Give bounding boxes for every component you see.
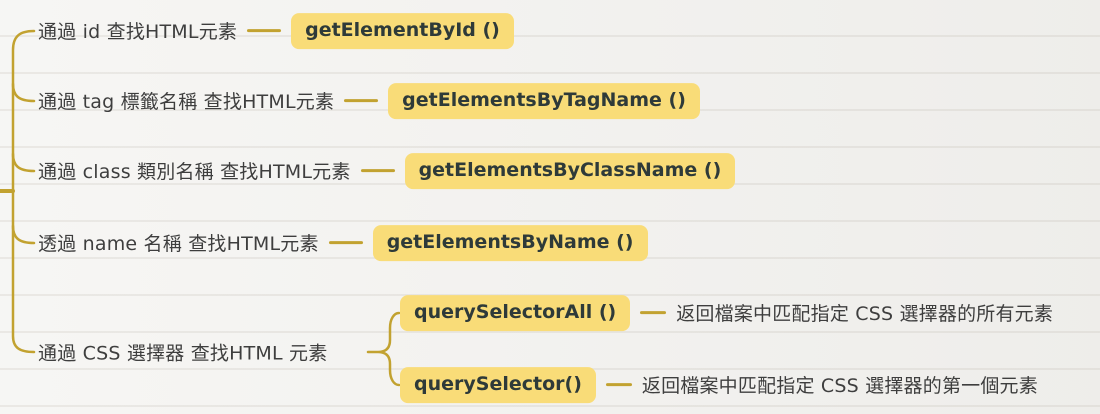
branch-label-name[interactable]: 透過 name 名稱 查找HTML元素 — [38, 233, 319, 256]
branch-label-tag[interactable]: 通過 tag 標籤名稱 查找HTML元素 — [38, 91, 335, 114]
method-node-getelementsbyname[interactable]: getElementsByName () — [372, 225, 648, 261]
connector-dash — [605, 383, 632, 387]
branch-row-name: 透過 name 名稱 查找HTML元素 getElementsByName () — [38, 225, 648, 261]
branch-curve-4 — [11, 224, 36, 245]
child-row-queryselector: querySelector() 返回檔案中匹配指定 CSS 選擇器的第一個元素 — [400, 367, 1038, 403]
method-node-getelementsbyclassname[interactable]: getElementsByClassName () — [404, 153, 736, 189]
method-node-getelementsbytagname[interactable]: getElementsByTagName () — [388, 83, 700, 119]
branch-row-tag: 通過 tag 標籤名稱 查找HTML元素 getElementsByTagNam… — [38, 83, 700, 119]
connector-dash — [328, 241, 363, 245]
connector-dash — [247, 29, 282, 33]
connector-dash — [344, 99, 379, 103]
css-children-bracket — [366, 311, 401, 387]
child-row-queryselectorall: querySelectorAll () 返回檔案中匹配指定 CSS 選擇器的所有… — [400, 295, 1053, 331]
branch-curve-3 — [11, 152, 36, 173]
method-node-queryselector[interactable]: querySelector() — [400, 367, 596, 403]
trunk-line — [11, 29, 36, 354]
branch-row-css-selector: 通過 CSS 選擇器 查找HTML 元素 — [38, 339, 327, 366]
branch-label-id[interactable]: 通過 id 查找HTML元素 — [38, 21, 238, 44]
branch-label-class[interactable]: 通過 class 類別名稱 查找HTML元素 — [38, 161, 351, 184]
description-queryselector[interactable]: 返回檔案中匹配指定 CSS 選擇器的第一個元素 — [641, 375, 1038, 398]
branch-curve-2 — [11, 82, 36, 103]
branch-row-id: 通過 id 查找HTML元素 getElementById () — [38, 13, 514, 49]
connector-dash — [640, 311, 667, 315]
method-node-getelementbyid[interactable]: getElementById () — [291, 13, 514, 49]
description-queryselectorall[interactable]: 返回檔案中匹配指定 CSS 選擇器的所有元素 — [676, 303, 1054, 326]
branch-label-css-selector[interactable]: 通過 CSS 選擇器 查找HTML 元素 — [38, 342, 328, 365]
branch-row-class: 通過 class 類別名稱 查找HTML元素 getElementsByClas… — [38, 153, 736, 189]
connector-dash — [360, 169, 395, 173]
method-node-queryselectorall[interactable]: querySelectorAll () — [400, 295, 631, 331]
